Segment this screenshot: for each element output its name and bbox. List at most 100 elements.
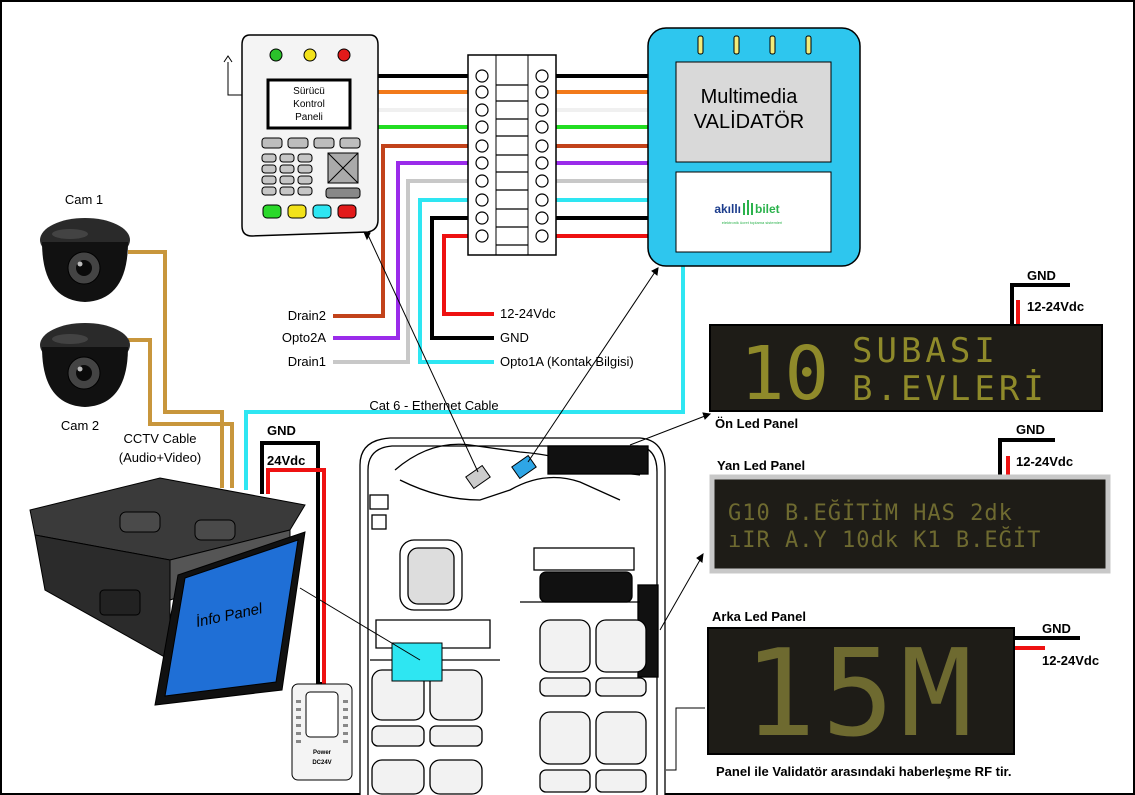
front-led-label: Ön Led Panel: [715, 416, 798, 431]
front-led-mount: [547, 445, 649, 475]
front-led-gnd: GND: [1027, 268, 1056, 283]
terminal-screw-icon: [475, 69, 489, 83]
led-red-icon: [337, 48, 351, 62]
terminal-screw-icon: [535, 85, 549, 99]
terminal-screw-icon: [535, 103, 549, 117]
label-opto2a: Opto2A: [282, 330, 326, 345]
terminal-screw-icon: [475, 139, 489, 153]
driver-panel-title-2: Kontrol: [293, 99, 325, 110]
driver-enter-key[interactable]: [325, 187, 361, 199]
side-led-label: Yan Led Panel: [717, 458, 805, 473]
validator-indicator-1: [697, 35, 704, 55]
terminal-screw-icon: [535, 229, 549, 243]
side-led-line1: G10 B.EĞİTİM HAS 2dk: [728, 500, 1013, 526]
label-cam1: Cam 1: [65, 192, 103, 207]
wires-driver-to-validator: [376, 74, 648, 238]
info-panel-location: [391, 642, 443, 682]
terminal-screw-icon: [475, 120, 489, 134]
function-key-red[interactable]: [337, 204, 357, 219]
terminal-screw-icon: [475, 193, 489, 207]
terminal-screw-icon: [535, 156, 549, 170]
logo-tagline: elektronik ücret toplama sistemleri: [722, 220, 783, 225]
power-label-1: Power: [313, 750, 332, 756]
function-key-green[interactable]: [262, 204, 282, 219]
terminal-screw-icon: [475, 103, 489, 117]
bus-floor-plan: [359, 437, 666, 795]
terminal-screw-icon: [535, 211, 549, 225]
validator-indicator-2: [733, 35, 740, 55]
driver-panel-location: [465, 464, 491, 490]
info-panel-unit: [29, 477, 306, 706]
front-led-line2: B.EVLERİ: [852, 369, 1048, 409]
side-led-supply: 12-24Vdc: [1016, 454, 1073, 469]
validator-indicator-3: [769, 35, 776, 55]
validator-indicator-4: [805, 35, 812, 55]
function-key-yellow[interactable]: [287, 204, 307, 219]
rear-led-panel: [707, 627, 1015, 755]
terminal-screw-icon: [535, 193, 549, 207]
driver-panel-title-3: Paneli: [295, 112, 323, 123]
multimedia-validator: Multimedia VALİDATÖR akıllı bilet elektr…: [647, 27, 861, 267]
terminal-block: [467, 54, 557, 256]
driver-keypad[interactable]: [261, 153, 313, 196]
led-green-icon: [269, 48, 283, 62]
validator-title-1: Multimedia: [701, 86, 799, 108]
front-led-panel: [709, 324, 1103, 412]
pointer-lines: [299, 231, 712, 771]
antenna-tip-icon: [223, 55, 233, 63]
function-key-cyan[interactable]: [312, 204, 332, 219]
validator-title-2: VALİDATÖR: [694, 110, 804, 133]
front-led-supply: 12-24Vdc: [1027, 299, 1084, 314]
led-supply-wires: [998, 283, 1080, 650]
rear-led-label: Arka Led Panel: [712, 609, 806, 624]
logo-left-text: akıllı: [714, 202, 741, 216]
label-drain2: Drain2: [288, 308, 326, 323]
label-drain1: Drain1: [288, 354, 326, 369]
side-led-panel: [709, 474, 1111, 574]
logo-bars-icon: [743, 200, 753, 215]
validator-screen: [675, 61, 832, 163]
nav-key-cross-icon-2: [327, 152, 359, 184]
side-led-gnd: GND: [1016, 422, 1045, 437]
info-panel-gnd: GND: [267, 423, 296, 438]
validator-card-reader: [675, 171, 832, 253]
rear-led-gnd: GND: [1042, 621, 1071, 636]
driver-panel-screen: [266, 78, 352, 130]
terminal-screw-icon: [475, 85, 489, 99]
logo-right-text: bilet: [755, 202, 780, 216]
driver-control-panel: Sürücü Kontrol Paneli: [223, 34, 379, 237]
front-led-route: 10: [740, 331, 829, 417]
camera-1: [40, 218, 130, 302]
driver-panel-title-1: Sürücü: [293, 86, 325, 97]
power-supply: [291, 683, 353, 781]
power-label-2: DC24V: [312, 760, 331, 766]
terminal-screw-icon: [535, 139, 549, 153]
led-yellow-icon: [303, 48, 317, 62]
terminal-screw-icon: [475, 174, 489, 188]
label-cctv-av: (Audio+Video): [119, 450, 202, 465]
terminal-screw-icon: [535, 174, 549, 188]
antenna-icon: [227, 62, 242, 96]
terminal-screw-icon: [535, 69, 549, 83]
label-ethernet: Cat 6 - Ethernet Cable: [369, 398, 498, 413]
terminal-screw-icon: [475, 211, 489, 225]
front-led-line1: SUBASI: [852, 331, 999, 371]
rf-note: Panel ile Validatör arasındaki haberleşm…: [716, 764, 1012, 779]
validator-location: [511, 454, 537, 480]
wires-to-labels: [333, 144, 494, 364]
label-cctv-cable: CCTV Cable: [124, 431, 197, 446]
terminal-screw-icon: [475, 229, 489, 243]
label-supply: 12-24Vdc: [500, 306, 556, 321]
driver-keys-top[interactable]: [261, 137, 361, 149]
side-led-line2: ıIR A.Y 10dk K1 B.EĞİT: [728, 527, 1041, 553]
terminal-screw-icon: [535, 120, 549, 134]
ethernet-cable: [244, 262, 685, 490]
label-gnd: GND: [500, 330, 529, 345]
label-cam2: Cam 2: [61, 418, 99, 433]
info-panel-supply: 24Vdc: [267, 453, 305, 468]
camera-2: [40, 323, 130, 407]
rear-led-supply: 12-24Vdc: [1042, 653, 1099, 668]
terminal-screw-icon: [475, 156, 489, 170]
